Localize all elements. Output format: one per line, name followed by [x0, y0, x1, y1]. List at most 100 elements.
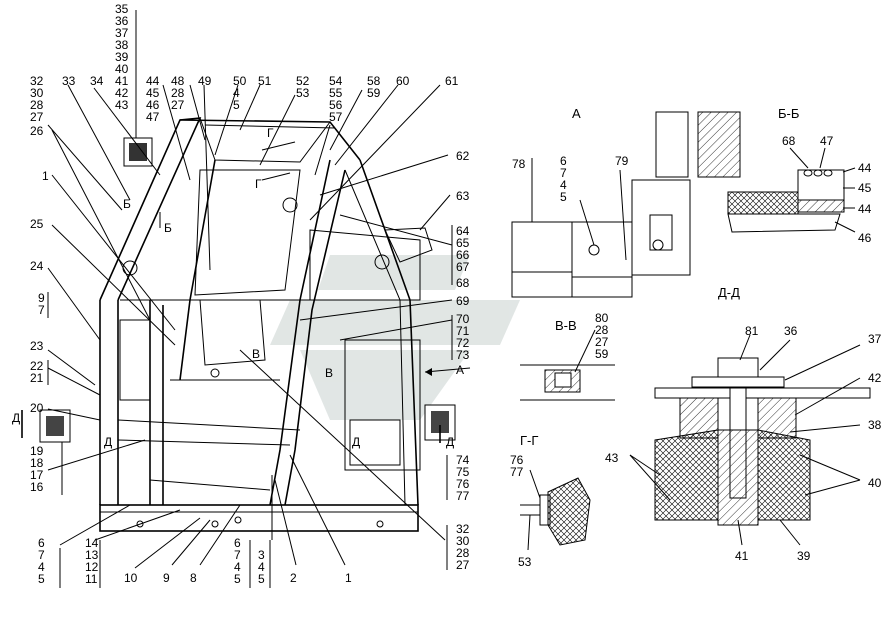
label-callouts-c52-1: 53	[296, 86, 310, 100]
label-callouts-c74-2: 76	[456, 477, 470, 491]
label-callouts-top_stack-4: 39	[115, 50, 129, 64]
label-callouts-c64-3: 67	[456, 260, 470, 274]
label-callouts-top_stack-0: 35	[115, 2, 129, 16]
section-bb-callout-45: 45	[858, 181, 872, 195]
label-callouts-c32-2: 28	[30, 98, 44, 112]
label-callouts-c14-1: 13	[85, 548, 99, 562]
label-callouts-gg76-0: 76	[510, 453, 524, 467]
marker-d-mid: Д	[104, 435, 112, 449]
callout-33: 33	[62, 74, 76, 88]
callout-19: 19 18 17 16	[30, 444, 44, 494]
section-bb-callout-44a: 44	[858, 161, 872, 175]
label-callouts-a6-1: 7	[560, 166, 567, 180]
label-callouts-vv80-2: 27	[595, 335, 609, 349]
section-bb-callout-47: 47	[820, 134, 834, 148]
label-callouts-c54-3: 57	[329, 110, 343, 124]
section-dd-callout-38: 38	[868, 418, 882, 432]
section-bb-callout-46: 46	[858, 231, 872, 245]
label-callouts-vv80-3: 59	[595, 347, 609, 361]
base-beam	[99, 504, 419, 532]
callout-22-21: 22 21	[30, 359, 44, 385]
marker-d-right: Д	[446, 435, 454, 449]
label-callouts-c6a-3: 5	[38, 572, 45, 586]
callout-top-stack: 35 36 37 38 39 40 41 42 43	[115, 2, 129, 112]
label-callouts-c32b-0: 32	[456, 522, 470, 536]
label-callouts-c52-0: 52	[296, 74, 310, 88]
callout-52: 52 53	[296, 74, 310, 100]
callout-1-upper: 1	[42, 169, 49, 183]
label-callouts-top_stack-6: 41	[115, 74, 129, 88]
callout-20: 20	[30, 401, 44, 415]
callout-54: 54 55 56 57	[329, 74, 343, 124]
section-markers: Б Б В В Г Г Д Д Д Д А	[12, 126, 471, 449]
label-callouts-c58-0: 58	[367, 74, 381, 88]
label-callouts-c74-3: 77	[456, 489, 470, 503]
label-callouts-top_stack-8: 43	[115, 98, 129, 112]
section-dd-callout-81: 81	[745, 324, 759, 338]
view-a-callout-78: 78	[512, 157, 526, 171]
label-callouts-c70-0: 70	[456, 312, 470, 326]
label-callouts-c70-1: 71	[456, 324, 470, 338]
callout-44: 44 45 46 47	[146, 74, 160, 124]
label-callouts-c58-1: 59	[367, 86, 381, 100]
view-a: А 78 6 7 4 5 79	[511, 106, 741, 298]
marker-b-lower: Б	[164, 221, 172, 235]
label-callouts-c19-1: 18	[30, 456, 44, 470]
label-callouts-c48-2: 27	[171, 98, 185, 112]
callout-14: 14 13 12 11	[85, 536, 99, 586]
label-callouts-c64-2: 66	[456, 248, 470, 262]
label-callouts-gg76-1: 77	[510, 465, 524, 479]
section-dd-callout-37: 37	[868, 332, 882, 346]
label-callouts-c32-1: 30	[30, 86, 44, 100]
label-callouts-c22-1: 21	[30, 371, 44, 385]
section-bb-callout-68: 68	[782, 134, 796, 148]
label-callouts-c74-0: 74	[456, 453, 470, 467]
left-front-post	[99, 300, 119, 505]
section-dd-callout-41: 41	[735, 549, 749, 563]
leader-lines	[47, 10, 453, 588]
callout-60: 60	[396, 74, 410, 88]
callout-51: 51	[258, 74, 272, 88]
label-callouts-c44-2: 46	[146, 98, 160, 112]
label-callouts-c44-3: 47	[146, 110, 160, 124]
label-callouts-c50-2: 5	[233, 98, 240, 112]
label-callouts-c32b-1: 30	[456, 534, 470, 548]
label-callouts-c70-3: 73	[456, 348, 470, 362]
section-dd-callout-36: 36	[784, 324, 798, 338]
callout-32: 32 30 28 27	[30, 74, 44, 124]
callout-8: 8	[190, 571, 197, 585]
callout-63: 63	[456, 189, 470, 203]
watermark-logo	[270, 255, 520, 420]
callout-25: 25	[30, 217, 44, 231]
callout-1-lower: 1	[345, 571, 352, 585]
callout-48: 48 28 27	[171, 74, 185, 112]
label-callouts-c14-3: 11	[85, 572, 98, 586]
marker-a-arrow: А	[456, 363, 464, 377]
section-bb-title: Б-Б	[778, 106, 799, 121]
label-callouts-c6b-0: 6	[234, 536, 241, 550]
label-callouts-c19-2: 17	[30, 468, 44, 482]
section-vv-callout-80: 80 28 27 59	[595, 311, 609, 361]
label-callouts-top_stack-1: 36	[115, 14, 129, 28]
callout-10: 10	[124, 571, 138, 585]
view-a-callout-6: 6 7 4 5	[560, 154, 567, 204]
label-callouts-c19-0: 19	[30, 444, 44, 458]
label-callouts-c3-1: 4	[258, 560, 265, 574]
callout-70: 70 71 72 73	[456, 312, 470, 362]
label-callouts-c54-2: 56	[329, 98, 343, 112]
section-gg-title: Г-Г	[520, 433, 538, 448]
label-callouts-c22-0: 22	[30, 359, 44, 373]
callout-64: 64 65 66 67 68	[456, 224, 470, 290]
section-vv: В-В 80 28 27 59	[520, 311, 615, 401]
label-callouts-c3-2: 5	[258, 572, 265, 586]
label-callouts-c54-0: 54	[329, 74, 343, 88]
label-callouts-c70-2: 72	[456, 336, 470, 350]
section-dd-callout-43: 43	[605, 451, 619, 465]
callout-24: 24	[30, 259, 44, 273]
label-callouts-c44-0: 44	[146, 74, 160, 88]
section-dd: Д-Д 81 36 37 42 38 43 40 41 39	[605, 285, 882, 563]
callout-23: 23	[30, 339, 44, 353]
callout-69: 69	[456, 294, 470, 308]
callout-26: 26	[30, 124, 44, 138]
label-callouts-a6-2: 4	[560, 178, 567, 192]
